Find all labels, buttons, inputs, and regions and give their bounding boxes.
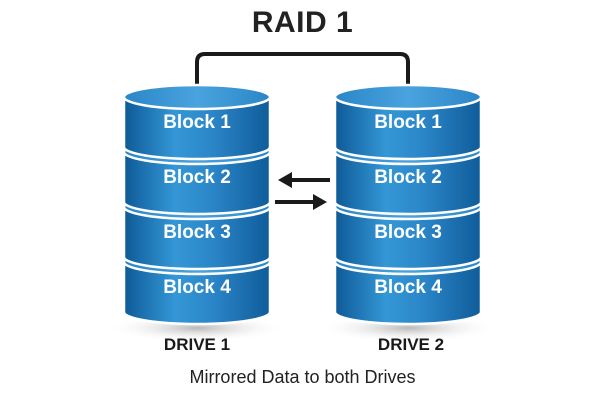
block-label: Block 1 (374, 112, 442, 133)
block-label: Block 4 (374, 277, 442, 298)
diagram-caption: Mirrored Data to both Drives (189, 367, 416, 387)
block-label: Block 2 (163, 167, 231, 188)
mirror-connector (195, 52, 410, 92)
arrow-right-icon (275, 194, 327, 210)
disk-block-1: Block 1 (122, 83, 272, 161)
drive-2: Block 4 Block 3 Block 2 Block 1 (317, 83, 499, 342)
drive-1: Block 4 Block 3 Block 2 Block 1 (106, 83, 288, 342)
block-label: Block 4 (163, 277, 231, 298)
drive-1-label: DRIVE 1 (163, 335, 231, 354)
drive-2-label: DRIVE 2 (377, 335, 445, 354)
diagram-title: RAID 1 (251, 6, 354, 39)
arrow-left-icon (278, 172, 330, 188)
disk-block-1: Block 1 (333, 83, 483, 161)
block-label: Block 3 (163, 222, 231, 243)
block-label: Block 2 (374, 167, 442, 188)
block-label: Block 1 (163, 112, 231, 133)
block-label: Block 3 (374, 222, 442, 243)
